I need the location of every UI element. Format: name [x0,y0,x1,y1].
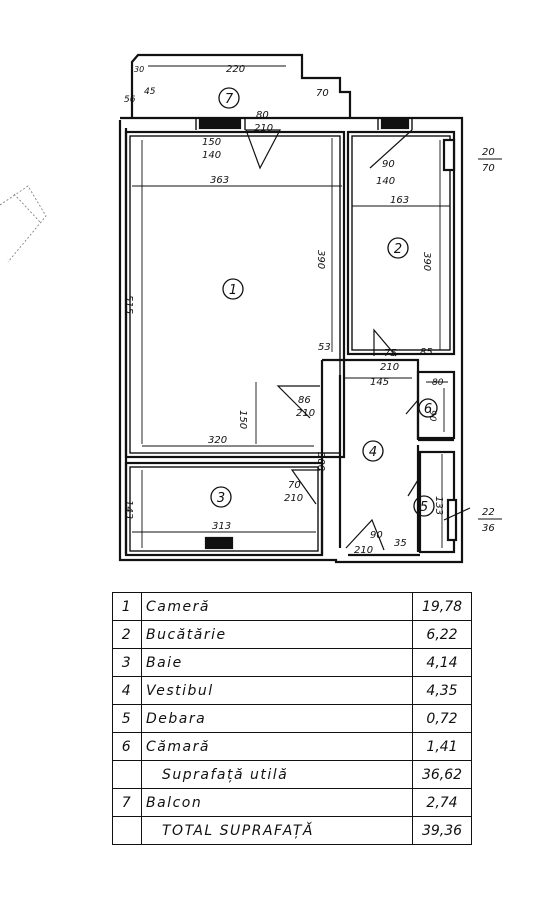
dim-label: 20 [482,147,495,158]
door-swings [245,129,471,551]
row-area: 1,41 [412,732,472,761]
row-area: 6,22 [412,620,472,649]
row-area: 4,35 [412,676,472,705]
row-label: Suprafață utilă [141,760,413,789]
dimension-labels: 220 70 30 56 45 80 210 150 140 90 140 20… [123,64,502,556]
row-area: 19,78 [412,592,472,621]
dim-label: 150 [237,410,248,429]
dim-label: 53 [318,342,331,353]
room-7-label: 7 [225,92,234,107]
room-4-label: 4 [369,445,377,460]
row-number: 7 [112,788,142,817]
dim-label: 145 [370,377,389,388]
row-number: 2 [112,620,142,649]
dim-label: 210 [296,408,315,419]
room-numbers: 7 1 2 3 4 5 6 [217,92,432,515]
room-2-label: 2 [394,242,402,257]
row-area: 39,36 [412,816,472,845]
dim-label: 300 [315,452,326,471]
dim-label: 133 [433,496,444,515]
dim-label: 390 [421,252,432,271]
dim-label: 515 [123,295,134,314]
dim-label: 163 [390,195,409,206]
dim-label: 220 [226,64,245,75]
floor-plan: 7 1 2 3 4 5 6 220 70 30 56 45 80 210 150… [0,53,502,564]
row-area: 4,14 [412,648,472,677]
dim-label: 90 [370,530,383,541]
room-5-label: 5 [420,500,428,515]
row-label: Debara [141,704,413,733]
dim-label: 86 [298,395,311,406]
row-number [112,816,142,845]
row-label: Vestibul [141,676,413,705]
dim-label: 90 [427,410,437,422]
dim-label: 85 [420,347,433,358]
dim-label: 45 [144,87,156,97]
row-label: TOTAL SUPRAFAȚĂ [141,816,413,845]
dim-label: 80 [256,110,269,121]
row-area: 36,62 [412,760,472,789]
dim-label: 210 [254,123,273,134]
dim-label: 35 [394,538,407,549]
dim-label: 56 [124,95,136,105]
dim-label: 30 [134,65,144,74]
room-6-label: 6 [424,402,432,417]
row-number: 5 [112,704,142,733]
dim-label: 140 [202,150,221,161]
dim-label: 70 [316,88,329,99]
dim-label: 90 [382,159,395,170]
row-label: Cameră [141,592,413,621]
dim-label: 22 [482,507,495,518]
dim-label: 320 [208,435,227,446]
row-area: 2,74 [412,788,472,817]
dim-label: 313 [212,521,231,532]
dim-label: 70 [482,163,495,174]
row-label: Balcon [141,788,413,817]
dim-label: 363 [210,175,229,186]
dim-label: 210 [380,362,399,373]
dim-label: 70 [288,480,301,491]
room-3-label: 3 [217,491,225,506]
row-number [112,760,142,789]
row-label: Cămară [141,732,413,761]
row-label: Baie [141,648,413,677]
row-number: 4 [112,676,142,705]
row-number: 1 [112,592,142,621]
dim-label: 143 [123,500,134,519]
row-number: 3 [112,648,142,677]
walls [118,53,464,564]
dim-label: 36 [482,523,495,534]
room-1-label: 1 [229,283,237,298]
dim-label: 390 [315,250,326,269]
room-number-circles [210,87,438,517]
row-area: 0,72 [412,704,472,733]
dim-label: 140 [376,176,395,187]
row-number: 6 [112,732,142,761]
dim-label: 210 [354,545,373,556]
dim-label: 150 [202,137,221,148]
dimension-lines [132,65,450,548]
dim-label: 210 [284,493,303,504]
dim-label: 80 [432,378,444,388]
row-label: Bucătărie [141,620,413,649]
scan-marks [0,185,47,263]
dim-label: 75 [384,348,397,359]
